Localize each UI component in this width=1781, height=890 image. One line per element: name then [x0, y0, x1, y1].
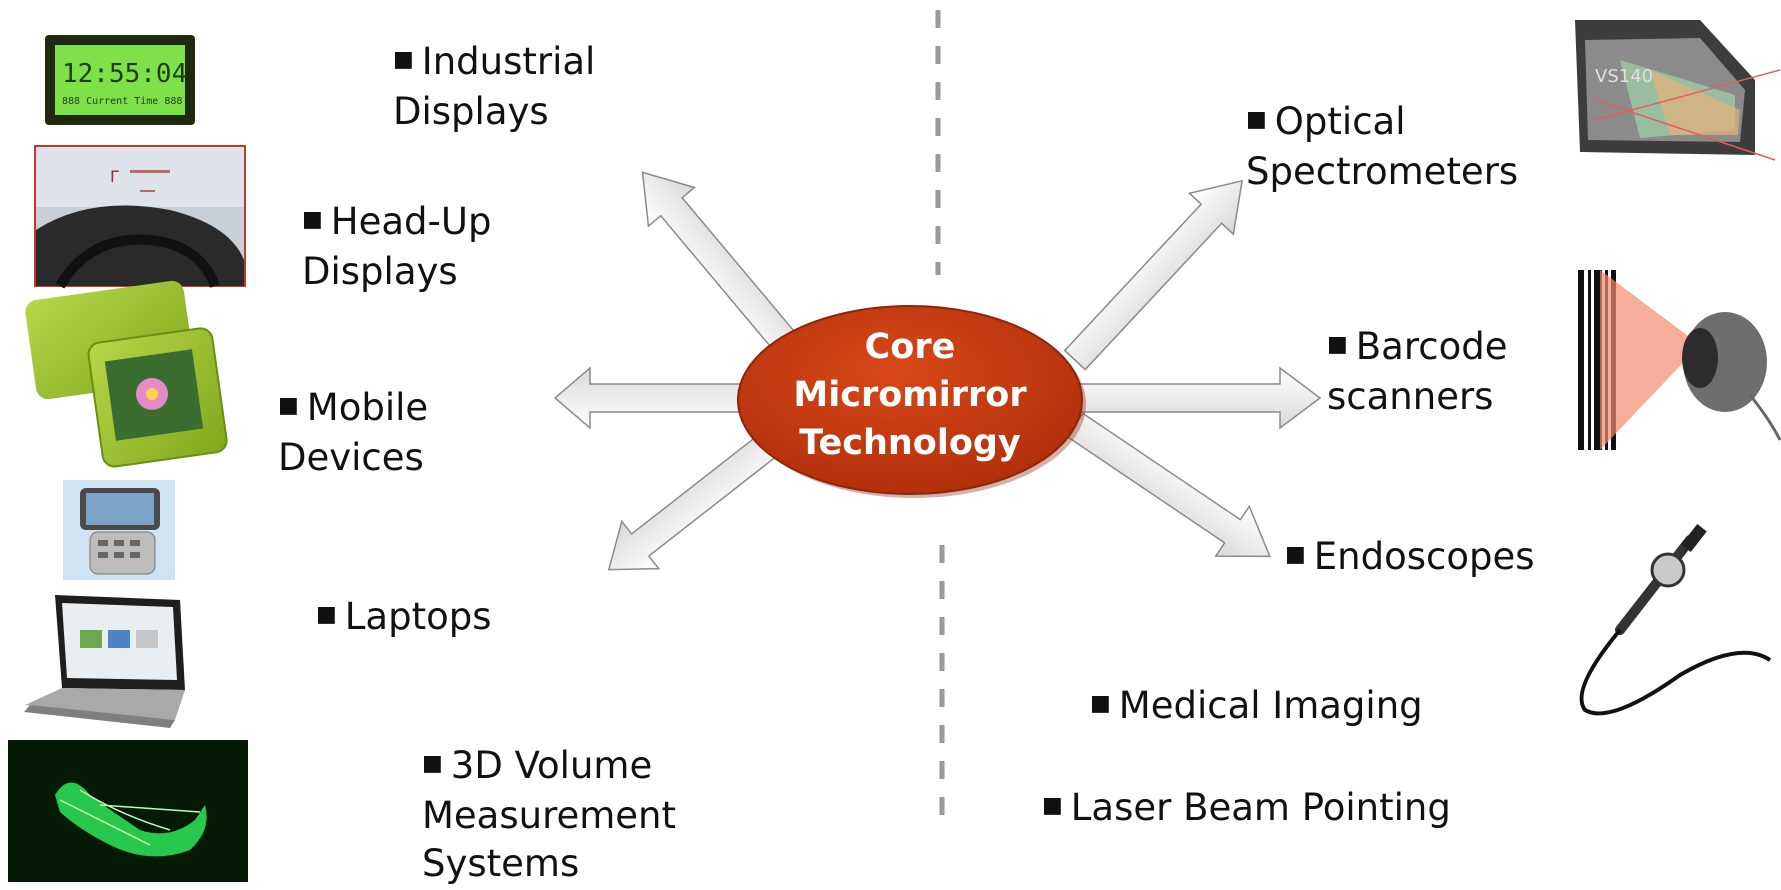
mobile-device-icon: [25, 280, 228, 468]
label-mobile-devices: ■Mobile Devices: [278, 384, 428, 482]
laptop-icon: [24, 595, 185, 728]
label-medical-line1: Medical Imaging: [1118, 684, 1423, 727]
arrow-down-right: [1066, 412, 1271, 558]
3d-scan-icon: [8, 740, 248, 882]
label-laser-line1: Laser Beam Pointing: [1070, 786, 1451, 829]
svg-text:Γ: Γ: [110, 167, 119, 186]
label-optical-spectrometers: ■Optical Spectrometers: [1246, 98, 1518, 196]
label-laptops-line1: Laptops: [344, 595, 492, 638]
lcd-display-icon: 12:55:04 888 Current Time 888: [45, 35, 195, 125]
arrow-up-left: [641, 171, 812, 371]
label-barcode-line1: Barcode: [1355, 325, 1508, 368]
endoscope-icon: [1579, 524, 1772, 716]
barcode-scanner-icon: [1575, 268, 1781, 453]
spectrometer-icon: VS140: [1575, 20, 1781, 161]
label-endoscopes-line1: Endoscopes: [1313, 535, 1535, 578]
phone-icon: [63, 480, 175, 580]
center-line-3: Technology: [799, 423, 1021, 463]
lcd-caption-text: 888 Current Time 888: [62, 96, 182, 107]
car-dashboard-icon: Γ: [34, 145, 246, 289]
arrow-up-right: [1063, 179, 1244, 371]
arrow-right: [1079, 366, 1322, 430]
label-optical-line2: Spectrometers: [1246, 149, 1519, 193]
label-industrial-displays: ■Industrial Displays: [393, 38, 595, 136]
label-laptops: ■Laptops: [316, 595, 492, 638]
lcd-time-text: 12:55:04: [62, 59, 187, 89]
label-medical-imaging: ■Medical Imaging: [1090, 684, 1423, 727]
label-mobile-line2: Devices: [278, 435, 424, 479]
center-ellipse: [737, 305, 1083, 495]
label-3d-volume: ■3D Volume Measurement Systems: [422, 742, 676, 888]
label-optical-line1: Optical: [1274, 100, 1406, 143]
center-line-2: Micromirror: [793, 375, 1027, 415]
label-barcode-scanners: ■Barcode scanners: [1327, 323, 1507, 421]
label-industrial-line1: Industrial: [421, 40, 596, 83]
label-industrial-line2: Displays: [393, 89, 549, 133]
center-label: Core Micromirror Technology: [760, 323, 1060, 467]
label-head-up-displays: ■Head-Up Displays: [302, 198, 491, 296]
label-3d-line1: 3D Volume: [450, 744, 653, 787]
label-hud-line2: Displays: [302, 249, 458, 293]
label-barcode-line2: scanners: [1327, 374, 1494, 418]
label-3d-line3: Systems: [422, 841, 580, 885]
label-hud-line1: Head-Up: [330, 200, 492, 243]
label-3d-line2: Measurement: [422, 793, 677, 837]
center-line-1: Core: [864, 327, 956, 367]
label-laser-beam-pointing: ■Laser Beam Pointing: [1042, 786, 1451, 829]
label-mobile-line1: Mobile: [306, 386, 429, 429]
spectrometer-label: VS140: [1595, 66, 1653, 87]
label-endoscopes: ■Endoscopes: [1285, 535, 1535, 578]
